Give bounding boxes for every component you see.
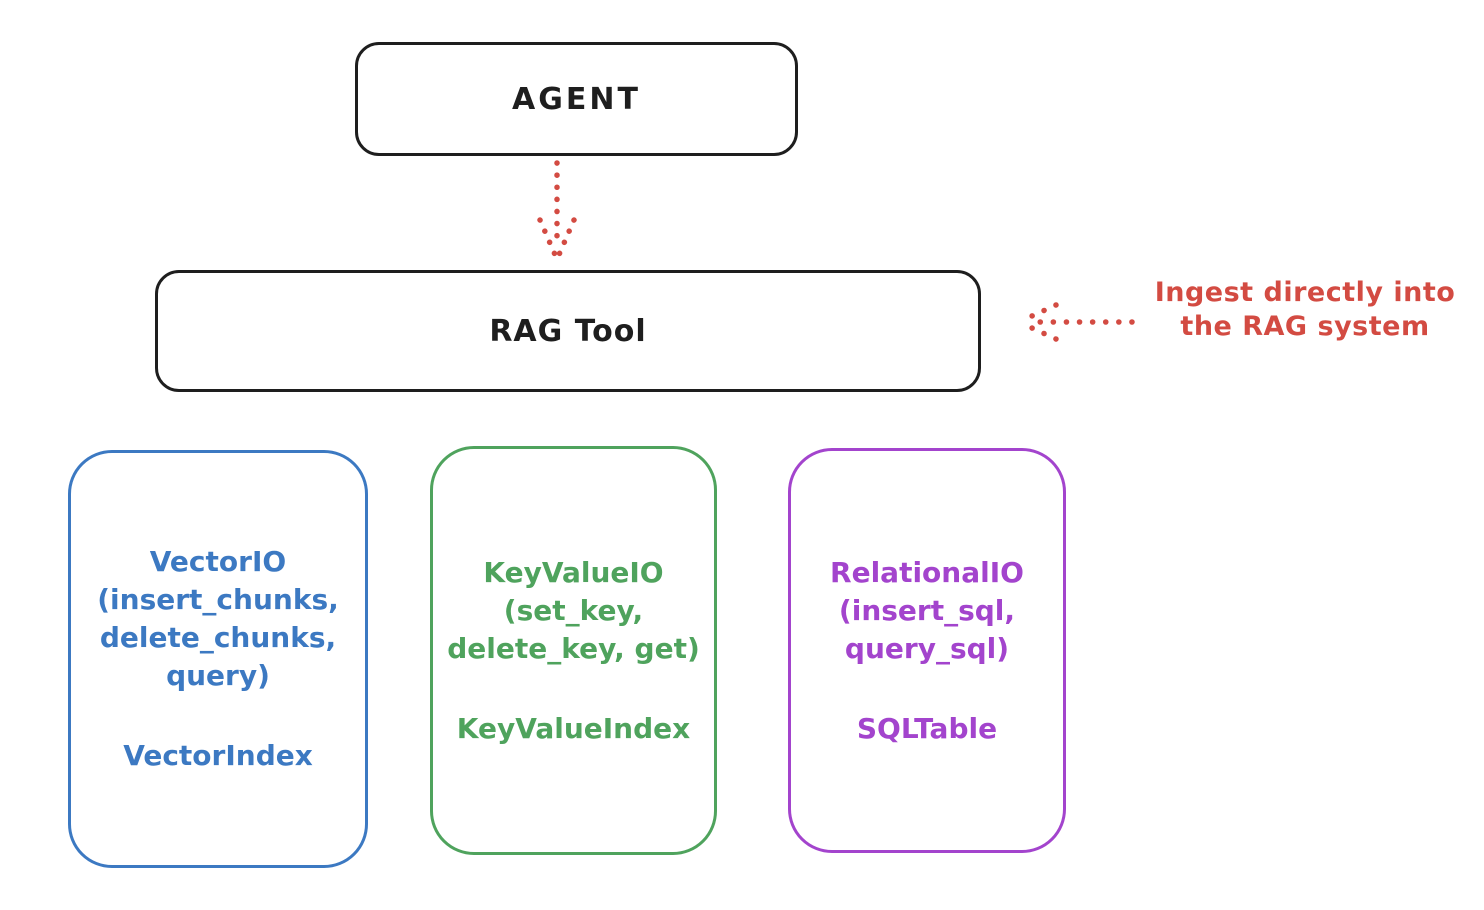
agent-to-ragtool-arrow (534, 160, 580, 265)
vector-io-methods: VectorIO (insert_chunks, delete_chunks, … (97, 545, 339, 692)
rag-tool-box: RAG Tool (155, 270, 981, 392)
ingest-annotation: Ingest directly into the RAG system (1135, 276, 1475, 344)
agent-box: AGENT (355, 42, 798, 156)
arrow-down-icon (537, 160, 577, 260)
relational-io-methods: RelationalIO (insert_sql, query_sql) (830, 555, 1024, 665)
rag-tool-box-label: RAG Tool (489, 313, 647, 349)
keyvalue-index-label: KeyValueIndex (456, 711, 691, 745)
keyvalue-io-methods: KeyValueIO (set_key, delete_key, get) (447, 555, 700, 665)
ingest-annotation-line2: the RAG system (1180, 311, 1430, 342)
vector-index-label: VectorIndex (123, 739, 313, 772)
agent-box-label: AGENT (512, 81, 641, 117)
ingest-annotation-line1: Ingest directly into (1154, 277, 1456, 308)
keyvalue-io-box: KeyValueIO (set_key, delete_key, get) Ke… (430, 446, 717, 855)
vector-io-box: VectorIO (insert_chunks, delete_chunks, … (68, 450, 368, 868)
relational-io-box: RelationalIO (insert_sql, query_sql) SQL… (788, 448, 1066, 853)
sql-table-label: SQLTable (856, 711, 998, 745)
annotation-to-ragtool-arrow (1012, 298, 1137, 346)
arrow-left-icon (1018, 302, 1135, 342)
